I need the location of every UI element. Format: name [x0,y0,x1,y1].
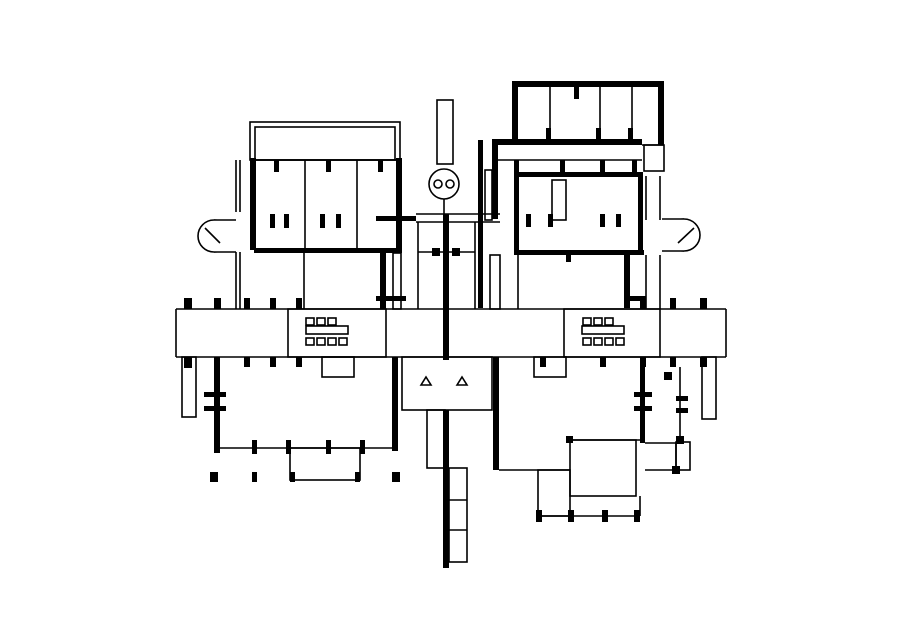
northeast-wing [492,81,665,255]
southeast-wing [493,356,717,522]
east-round-bay [662,218,701,252]
northwest-wing [235,121,500,253]
central-spine [401,214,493,568]
meeting-table-left [287,308,387,358]
meeting-table-right [563,308,661,358]
tower-element [428,99,460,214]
southwest-wing [181,356,400,482]
west-round-bay [197,219,236,253]
east-upper-rooms [478,140,661,310]
west-upper-rooms [235,252,406,310]
